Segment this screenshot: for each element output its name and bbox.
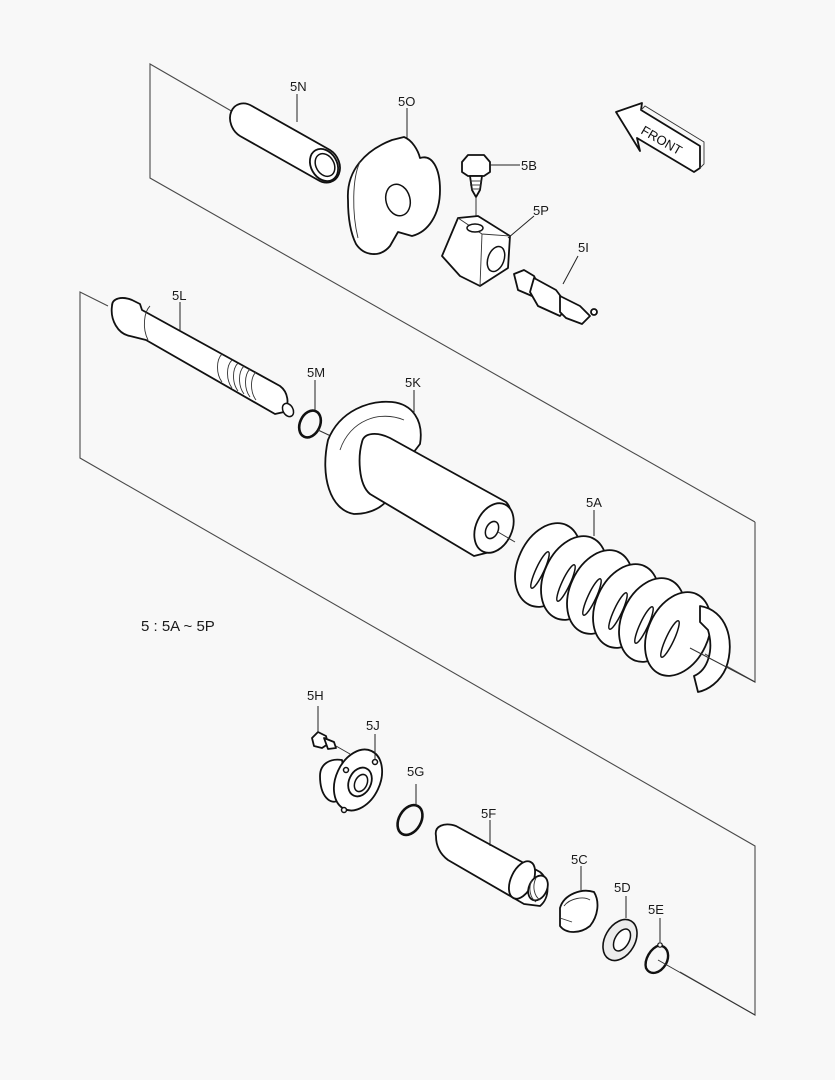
svg-text:5P: 5P — [533, 203, 549, 218]
part-5O-cam-plate[interactable] — [347, 136, 441, 255]
svg-text:5C: 5C — [571, 852, 588, 867]
label-5A: 5A — [586, 495, 602, 536]
svg-text:5B: 5B — [521, 158, 537, 173]
front-direction-arrow: FRONT — [615, 102, 705, 173]
part-5J-flange[interactable] — [319, 742, 391, 819]
part-5A-coil-spring[interactable] — [502, 512, 756, 693]
label-5G: 5G — [407, 764, 424, 806]
label-5N: 5N — [290, 79, 307, 122]
label-5F: 5F — [481, 806, 496, 846]
label-5I: 5I — [562, 240, 589, 285]
label-5D: 5D — [614, 880, 631, 918]
part-5N-sleeve[interactable] — [229, 102, 344, 186]
parts-range-legend: 5 : 5A ~ 5P — [141, 618, 215, 635]
svg-text:5J: 5J — [366, 718, 380, 733]
svg-text:5A: 5A — [586, 495, 602, 510]
label-5J: 5J — [366, 718, 380, 760]
label-5B: 5B — [490, 158, 537, 173]
part-5K-flanged-cylinder[interactable] — [324, 400, 521, 559]
part-5I-grease-fitting[interactable] — [513, 269, 598, 325]
part-5B-bolt[interactable] — [461, 154, 491, 222]
label-5P: 5P — [507, 203, 549, 239]
label-5H: 5H — [307, 688, 324, 732]
svg-text:5E: 5E — [648, 902, 664, 917]
label-5K: 5K — [405, 375, 421, 414]
part-5E-snap-ring[interactable] — [644, 942, 756, 1016]
svg-text:5L: 5L — [172, 288, 186, 303]
label-5O: 5O — [398, 94, 415, 138]
label-5E: 5E — [648, 902, 664, 942]
part-5F-piston[interactable] — [434, 823, 552, 907]
svg-text:5O: 5O — [398, 94, 415, 109]
part-5L-threaded-rod[interactable] — [110, 297, 296, 419]
part-5D-seal[interactable] — [596, 913, 644, 966]
svg-text:5I: 5I — [578, 240, 589, 255]
label-5C: 5C — [571, 852, 588, 890]
part-5G-o-ring[interactable] — [392, 801, 427, 840]
part-5H-bolt[interactable] — [311, 731, 351, 755]
svg-text:5K: 5K — [405, 375, 421, 390]
svg-text:5M: 5M — [307, 365, 325, 380]
svg-text:5D: 5D — [614, 880, 631, 895]
svg-text:5H: 5H — [307, 688, 324, 703]
label-5M: 5M — [307, 365, 325, 410]
label-5L: 5L — [172, 288, 186, 330]
frame-top-group — [149, 63, 756, 523]
svg-text:5F: 5F — [481, 806, 496, 821]
svg-text:5N: 5N — [290, 79, 307, 94]
svg-text:5G: 5G — [407, 764, 424, 779]
part-5C-split-bushing[interactable] — [559, 889, 599, 933]
part-5P-hex-block[interactable] — [441, 215, 511, 287]
